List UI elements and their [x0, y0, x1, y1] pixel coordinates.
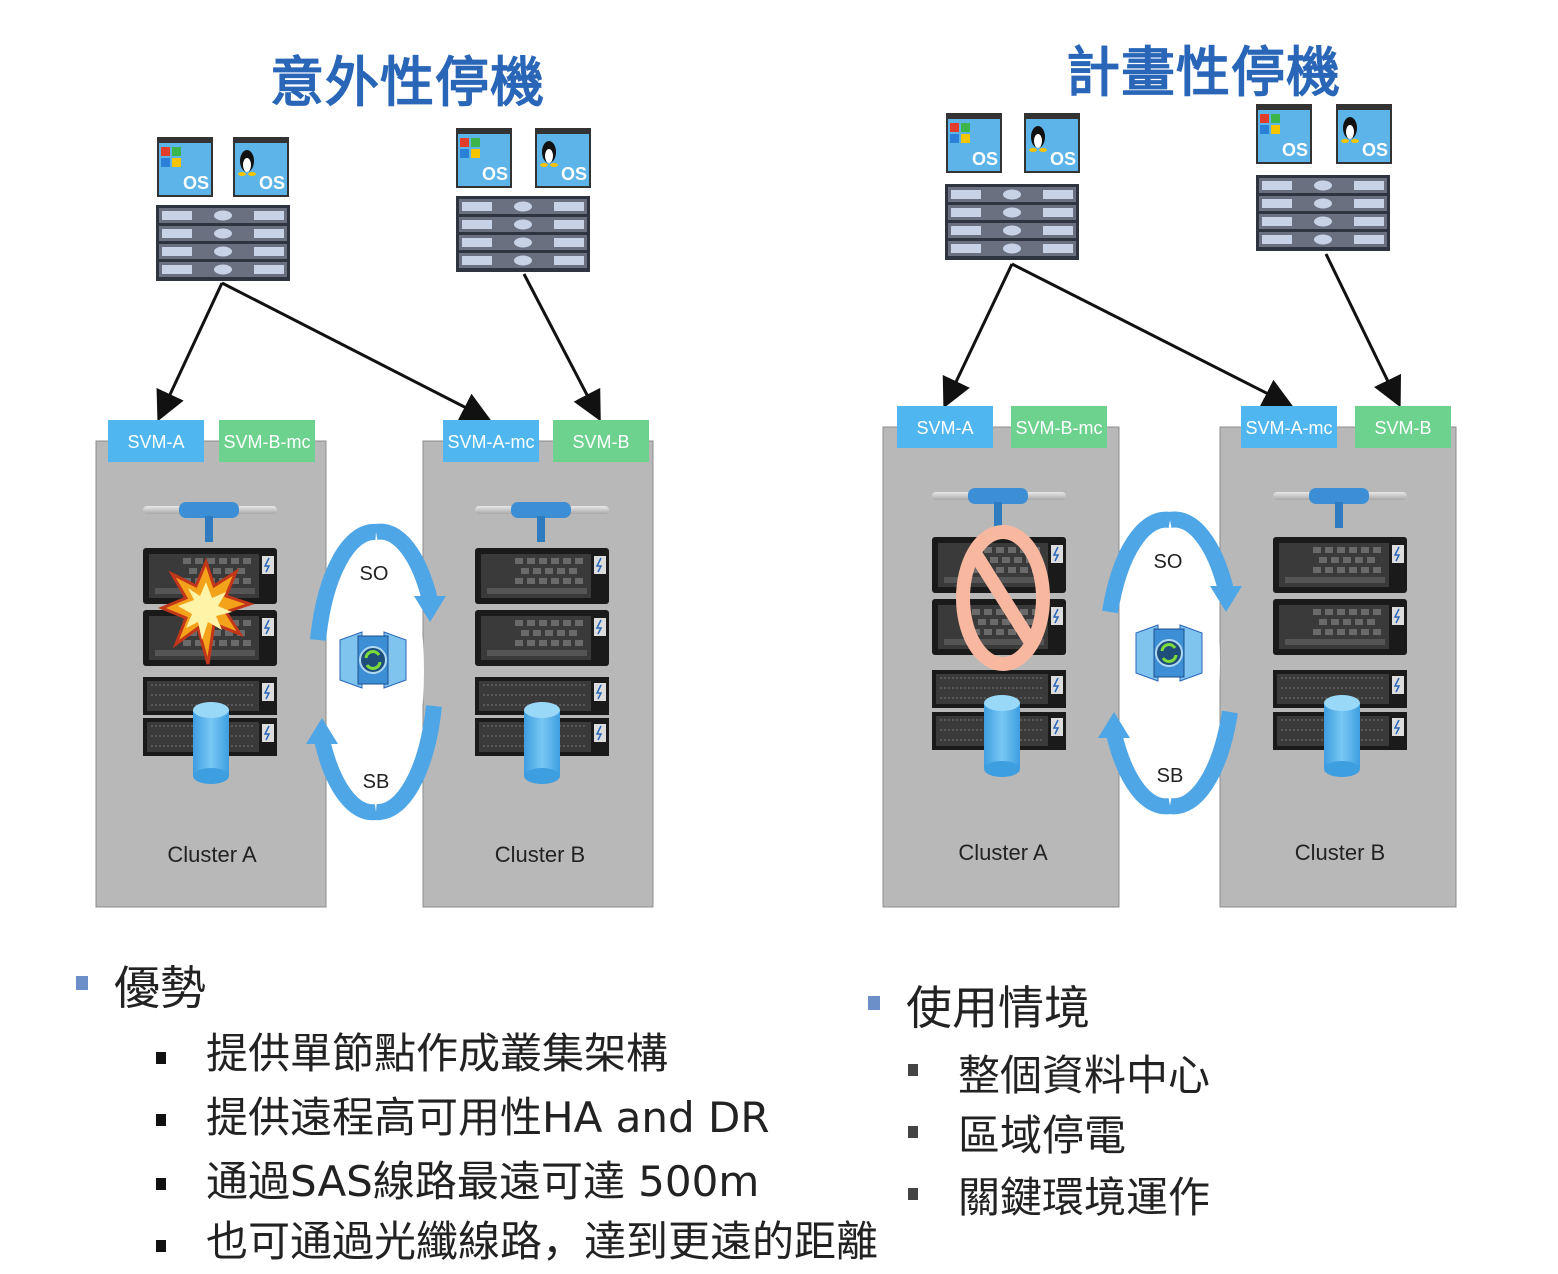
svm-a-label: SVM-A	[127, 432, 184, 452]
right-title: 計畫性停機	[1066, 41, 1341, 104]
svm-label-box	[897, 406, 993, 448]
advantages-heading: 優勢	[114, 961, 206, 1015]
connection-arrows	[942, 253, 1401, 409]
sb-label: SB	[363, 771, 390, 793]
server-icon	[456, 196, 590, 272]
os-label: OS	[1050, 149, 1076, 169]
os-label: OS	[259, 173, 285, 193]
connection-arrows	[156, 273, 601, 422]
svm-a-label: SVM-A	[916, 418, 973, 438]
os-label: OS	[1362, 140, 1388, 160]
storage-controller-icon	[1272, 536, 1408, 594]
svm-label-box	[1355, 406, 1451, 448]
sync-icon	[338, 630, 408, 690]
svm-b-label: SVM-B	[572, 432, 629, 452]
os-label: OS	[972, 149, 998, 169]
os-label: OS	[183, 173, 209, 193]
svm-b-mc-label: SVM-B-mc	[224, 432, 311, 452]
advantage-item: 提供單節點作成叢集架構	[206, 1029, 669, 1078]
server-icon	[1256, 175, 1390, 251]
use-case-item: 關鍵環境運作	[958, 1173, 1211, 1222]
svm-b-label: SVM-B	[1374, 418, 1431, 438]
svm-label-box	[1011, 406, 1107, 448]
svm-a-mc-label: SVM-A-mc	[448, 432, 535, 452]
database-cylinder-icon	[1324, 695, 1360, 777]
bullet-square	[156, 1052, 166, 1064]
cluster-b-label: Cluster B	[1295, 840, 1385, 865]
bullet-square	[156, 1114, 166, 1126]
bullet-square	[868, 996, 880, 1010]
svm-label-box	[443, 420, 539, 462]
server-icon	[156, 205, 290, 281]
os-label: OS	[482, 164, 508, 184]
failover-diagram: OS OS OS OS SVM-A SVM-B-mc SVM-A-mc SVM-…	[95, 104, 1457, 908]
prohibited-icon	[956, 525, 1050, 671]
advantage-item: 通過SAS線路最遠可達 500m	[206, 1157, 760, 1206]
svm-b-mc-label: SVM-B-mc	[1016, 418, 1103, 438]
use-case-item: 整個資料中心	[958, 1051, 1211, 1100]
svm-label-box	[1241, 406, 1337, 448]
bullet-square	[156, 1178, 166, 1190]
left-title: 意外性停機	[270, 51, 545, 114]
bullet-square	[76, 976, 88, 990]
cluster-b-label: Cluster B	[495, 842, 585, 867]
bullet-square	[908, 1126, 918, 1138]
svm-label-box	[108, 420, 204, 462]
storage-controller-icon	[1272, 598, 1408, 656]
svm-a-mc-label: SVM-A-mc	[1246, 418, 1333, 438]
database-cylinder-icon	[193, 702, 229, 784]
server-icon	[945, 184, 1079, 260]
so-label: SO	[1154, 551, 1183, 573]
use-cases-heading: 使用情境	[906, 981, 1090, 1035]
database-cylinder-icon	[524, 702, 560, 784]
cluster-a-label: Cluster A	[167, 842, 257, 867]
explosion-icon	[158, 557, 255, 665]
bullet-square	[908, 1188, 918, 1200]
bullet-square	[908, 1064, 918, 1076]
database-cylinder-icon	[984, 695, 1020, 777]
svm-label-box	[553, 420, 649, 462]
advantage-item: 提供遠程高可用性HA and DR	[206, 1093, 770, 1142]
so-label: SO	[360, 563, 389, 585]
use-case-item: 區域停電	[958, 1111, 1127, 1160]
cluster-a-label: Cluster A	[958, 840, 1048, 865]
sync-icon	[1134, 623, 1204, 683]
advantage-item: 也可通過光纖線路，達到更遠的距離	[206, 1217, 879, 1266]
svm-label-box	[219, 420, 315, 462]
storage-controller-icon	[474, 547, 610, 605]
os-label: OS	[561, 164, 587, 184]
os-label: OS	[1282, 140, 1308, 160]
storage-controller-icon	[474, 609, 610, 667]
sb-label: SB	[1157, 765, 1184, 787]
bullet-square	[156, 1240, 166, 1252]
